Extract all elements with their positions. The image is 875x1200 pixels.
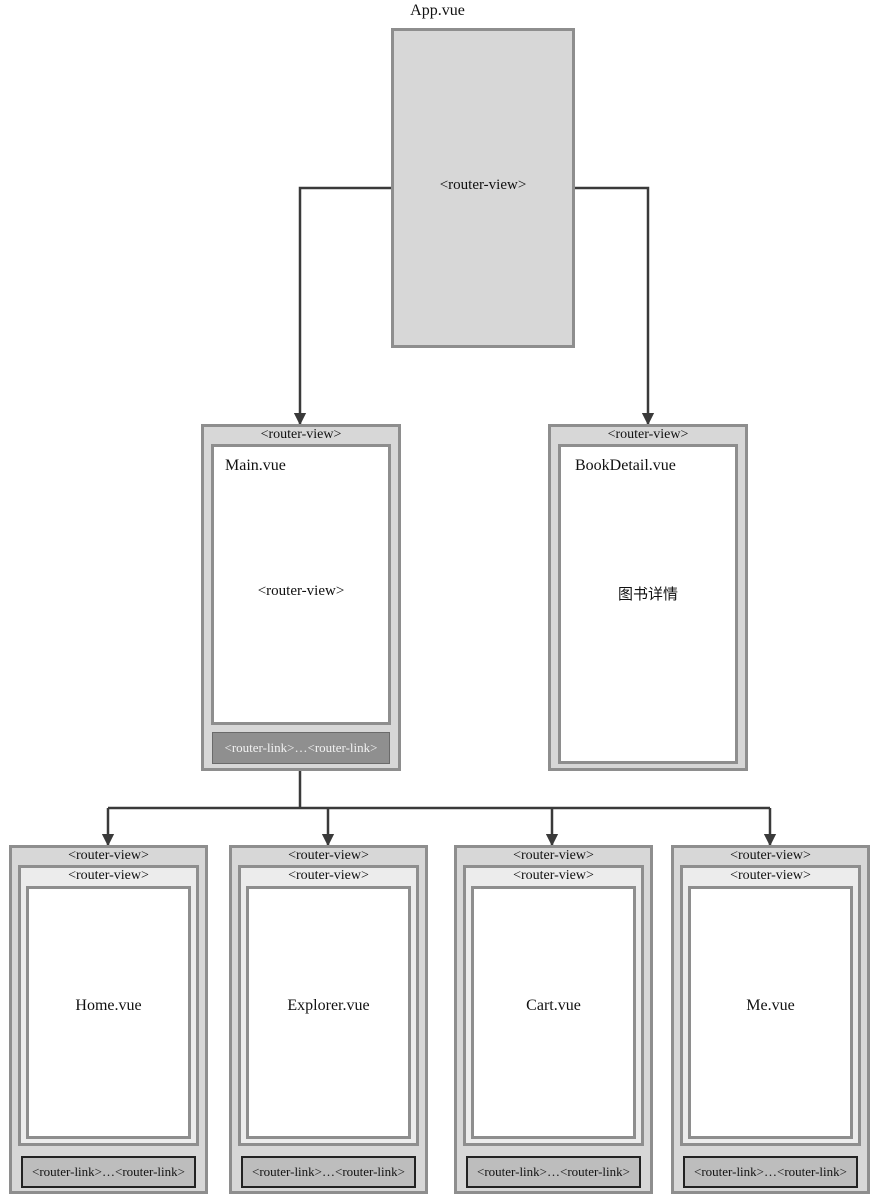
main-router-view-tab: <router-view> bbox=[260, 427, 342, 442]
explorer-vue-box: <router-view> <router-view> Explorer.vue… bbox=[229, 845, 428, 1194]
explorer-router-links-bar: <router-link>…<router-link> bbox=[241, 1156, 416, 1188]
home-inner-router-view-tab: <router-view> bbox=[68, 868, 149, 883]
bookdetail-vue-box: <router-view> BookDetail.vue 图书详情 bbox=[548, 424, 748, 771]
main-vue-title: Main.vue bbox=[225, 457, 286, 474]
home-router-view-tab: <router-view> bbox=[68, 848, 149, 863]
me-router-view-tab: <router-view> bbox=[730, 848, 811, 863]
explorer-inner-router-view-tab: <router-view> bbox=[288, 868, 369, 883]
bookdetail-vue-title: BookDetail.vue bbox=[575, 457, 676, 474]
bookdetail-vue-content: BookDetail.vue 图书详情 bbox=[558, 444, 738, 764]
cart-inner-frame: <router-view> Cart.vue bbox=[463, 865, 644, 1146]
cart-vue-content: Cart.vue bbox=[471, 886, 636, 1139]
connector-app-to-bookdetail bbox=[575, 186, 655, 426]
home-vue-box: <router-view> <router-view> Home.vue <ro… bbox=[9, 845, 208, 1194]
app-router-view-label: <router-view> bbox=[439, 177, 527, 193]
connector-app-to-main bbox=[293, 186, 391, 426]
me-inner-frame: <router-view> Me.vue bbox=[680, 865, 861, 1146]
me-vue-box: <router-view> <router-view> Me.vue <rout… bbox=[671, 845, 870, 1194]
explorer-vue-content: Explorer.vue bbox=[246, 886, 411, 1139]
cart-vue-box: <router-view> <router-view> Cart.vue <ro… bbox=[454, 845, 653, 1194]
app-vue-box: <router-view> bbox=[391, 28, 575, 348]
cart-router-links-bar: <router-link>…<router-link> bbox=[466, 1156, 641, 1188]
main-router-view-label: <router-view> bbox=[257, 583, 345, 599]
bookdetail-router-view-tab: <router-view> bbox=[607, 427, 689, 442]
home-router-links-bar: <router-link>…<router-link> bbox=[21, 1156, 196, 1188]
main-vue-box: <router-view> Main.vue <router-view> <ro… bbox=[201, 424, 401, 771]
bookdetail-content-label: 图书详情 bbox=[617, 587, 678, 603]
me-inner-router-view-tab: <router-view> bbox=[730, 868, 811, 883]
me-vue-label: Me.vue bbox=[746, 997, 795, 1014]
home-vue-content: Home.vue bbox=[26, 886, 191, 1139]
me-vue-content: Me.vue bbox=[688, 886, 853, 1139]
cart-vue-label: Cart.vue bbox=[526, 997, 581, 1014]
cart-inner-router-view-tab: <router-view> bbox=[513, 868, 594, 883]
explorer-router-view-tab: <router-view> bbox=[288, 848, 369, 863]
main-router-links-bar: <router-link>…<router-link> bbox=[212, 732, 390, 764]
cart-router-view-tab: <router-view> bbox=[513, 848, 594, 863]
explorer-inner-frame: <router-view> Explorer.vue bbox=[238, 865, 419, 1146]
explorer-vue-label: Explorer.vue bbox=[287, 997, 370, 1014]
me-router-links-bar: <router-link>…<router-link> bbox=[683, 1156, 858, 1188]
main-vue-content: Main.vue <router-view> bbox=[211, 444, 391, 725]
home-vue-label: Home.vue bbox=[75, 997, 142, 1014]
home-inner-frame: <router-view> Home.vue bbox=[18, 865, 199, 1146]
app-vue-title: App.vue bbox=[410, 2, 465, 19]
